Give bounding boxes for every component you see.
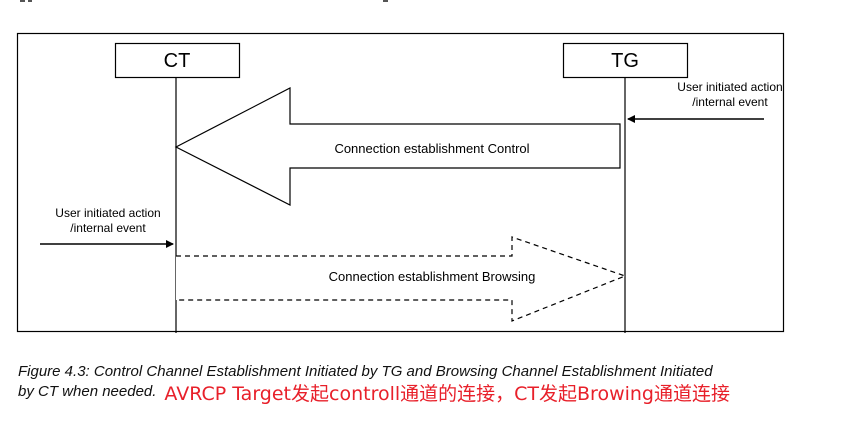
tg-trigger-label-line2: /internal event [692, 95, 768, 109]
sequence-diagram: CT TG Connection establishment Control C… [16, 32, 785, 333]
ct-trigger-label-line1: User initiated action [55, 206, 160, 220]
cropped-text-fragment [20, 0, 388, 2]
caption-line2: by CT when needed. [18, 383, 157, 400]
participant-tg-label: TG [611, 50, 639, 72]
caption-line1: Figure 4.3: Control Channel Establishmen… [18, 363, 713, 380]
participant-tg: TG [562, 42, 689, 79]
figure-caption: Figure 4.3: Control Channel Establishmen… [18, 362, 838, 404]
ct-trigger-label-line2: /internal event [70, 221, 146, 235]
browsing-connection-arrow [176, 236, 627, 322]
participant-ct: CT [114, 42, 241, 79]
participant-ct-label: CT [164, 50, 191, 72]
browsing-connection-label: Connection establishment Browsing [329, 269, 536, 284]
tg-trigger-label-line1: User initiated action [677, 80, 782, 94]
control-connection-arrow [174, 87, 621, 206]
diagram-frame [16, 32, 785, 333]
red-annotation: AVRCP Target发起controll通道的连接，CT发起Browing通… [164, 383, 730, 405]
control-connection-label: Connection establishment Control [334, 141, 529, 156]
